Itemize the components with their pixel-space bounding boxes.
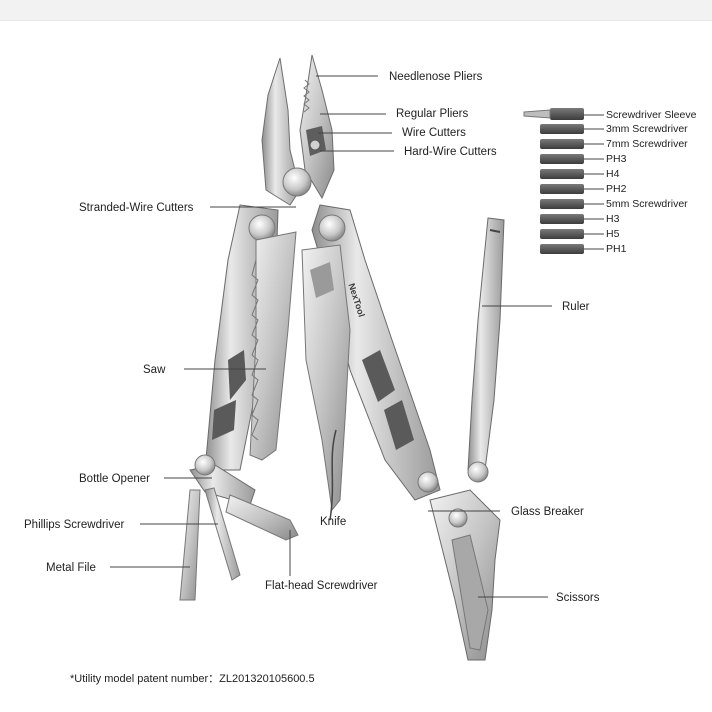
bit-label: PH1 [606, 243, 626, 255]
label-regular-pliers: Regular Pliers [396, 107, 468, 121]
label-saw: Saw [143, 363, 165, 377]
bit-label: Screwdriver Sleeve [606, 109, 696, 121]
label-phillips-screwdriver: Phillips Screwdriver [24, 518, 124, 532]
label-hard-wire-cutters: Hard-Wire Cutters [404, 145, 497, 159]
label-needlenose-pliers: Needlenose Pliers [389, 70, 482, 84]
bit-label: H5 [606, 228, 619, 240]
scissors-tool [430, 490, 500, 660]
label-scissors: Scissors [556, 591, 599, 605]
bit-label: H3 [606, 213, 619, 225]
patent-footnote: *Utility model patent number：ZL201320105… [70, 670, 315, 686]
label-glass-breaker: Glass Breaker [511, 505, 584, 519]
left-handle [205, 205, 296, 470]
bit-label: 7mm Screwdriver [606, 138, 688, 150]
label-bottle-opener: Bottle Opener [79, 472, 150, 486]
label-metal-file: Metal File [46, 561, 96, 575]
bit-label: H4 [606, 168, 619, 180]
ruler-tool [468, 218, 504, 482]
label-ruler: Ruler [562, 300, 589, 314]
label-knife: Knife [320, 515, 346, 529]
label-flat-head-screwdriver: Flat-head Screwdriver [265, 579, 377, 593]
label-wire-cutters: Wire Cutters [402, 126, 466, 140]
bit-set [524, 108, 584, 254]
label-stranded-wire-cutters: Stranded-Wire Cutters [79, 201, 193, 215]
bit-label: PH3 [606, 153, 626, 165]
bit-label: PH2 [606, 183, 626, 195]
bit-label: 5mm Screwdriver [606, 198, 688, 210]
bit-label: 3mm Screwdriver [606, 123, 688, 135]
knife-blade [302, 245, 350, 520]
pliers-jaws [262, 55, 334, 205]
